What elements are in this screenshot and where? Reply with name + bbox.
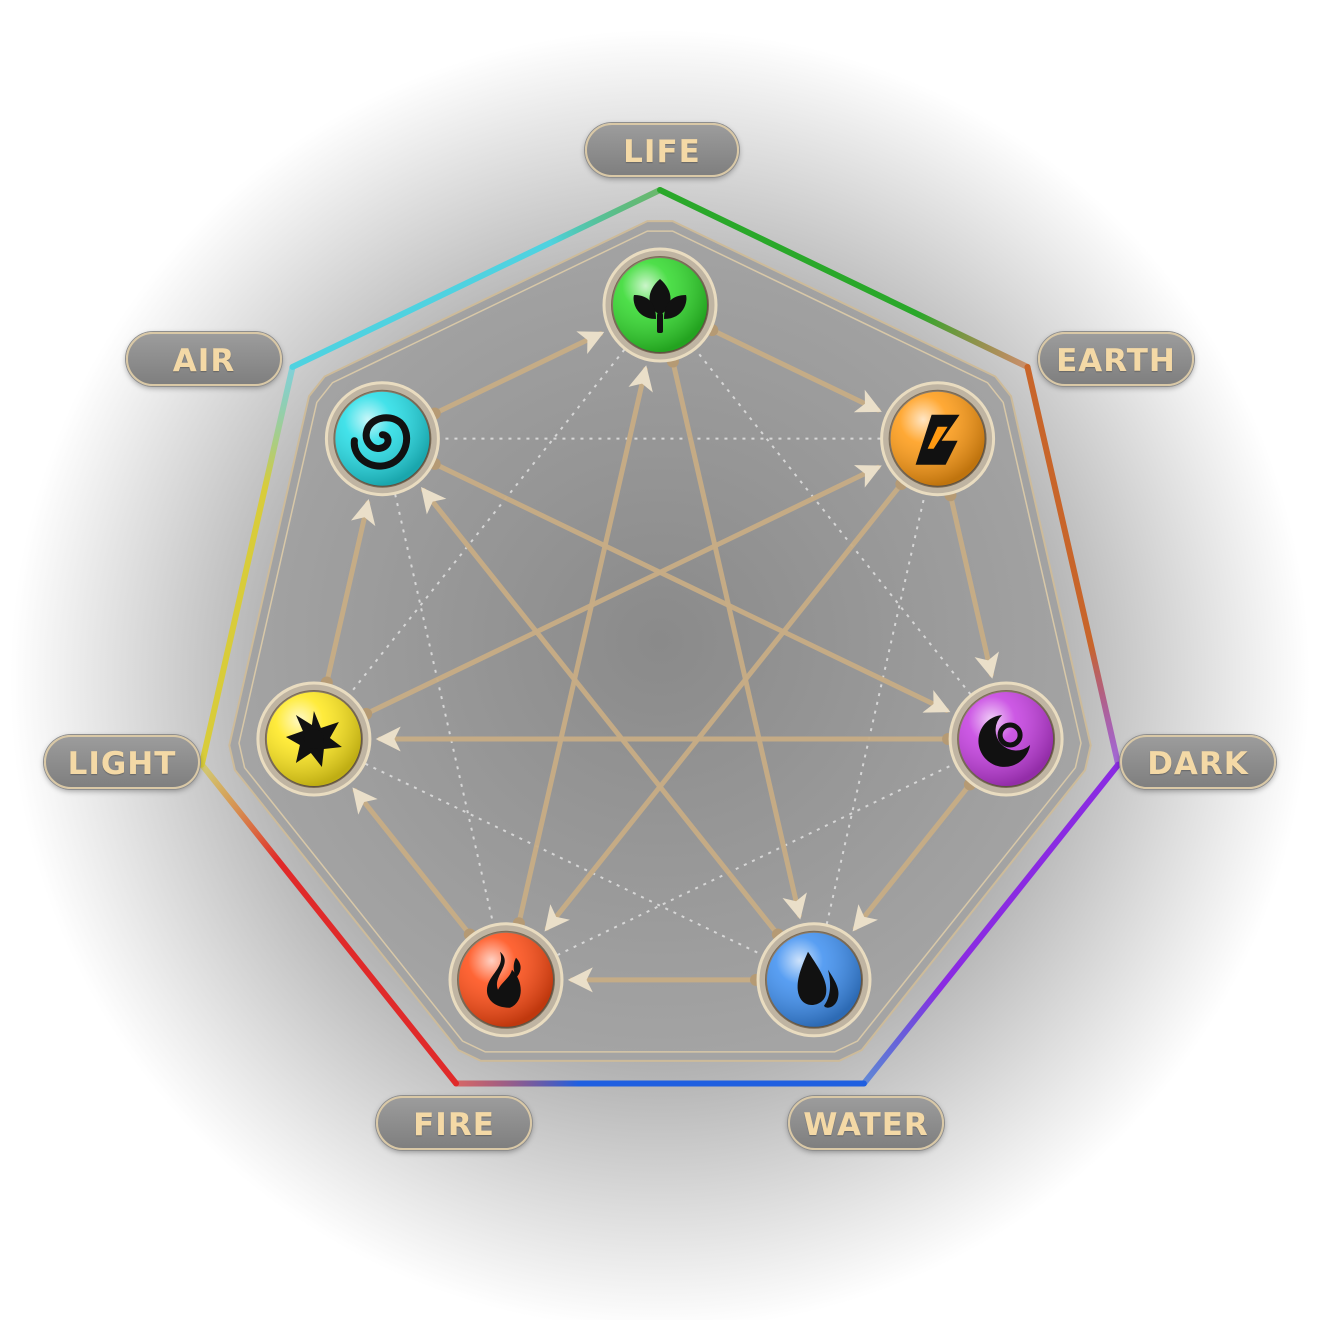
arrow-earth-to-fire — [544, 481, 904, 932]
arrow-fire-to-life — [516, 365, 653, 926]
dotted-guide-lines — [313, 304, 1007, 981]
node-life — [602, 247, 718, 363]
node-dark — [948, 681, 1064, 797]
outer-edge-earth — [1024, 363, 1122, 768]
guide-line — [813, 438, 939, 981]
spiral-wind-icon — [350, 414, 411, 470]
relation-arrows — [320, 324, 999, 993]
outer-edge-fire — [198, 761, 460, 1087]
label-earth: EARTH — [1038, 332, 1194, 386]
leaf-icon — [633, 279, 687, 333]
outer-edge-dark — [860, 761, 1122, 1087]
arrow-air-to-life — [432, 331, 605, 416]
flame-icon — [486, 951, 521, 1008]
inner-heptagon — [228, 220, 1092, 1062]
node-earth — [880, 381, 996, 497]
node-water — [756, 922, 872, 1038]
label-life: LIFE — [585, 123, 739, 177]
outer-heptagon — [198, 187, 1122, 1087]
arrow-life-to-earth — [709, 327, 882, 413]
guide-line — [505, 738, 1007, 981]
arrow-light-to-air — [324, 498, 376, 685]
node-shine — [334, 390, 431, 487]
label-light: LIGHT — [44, 735, 200, 789]
crescent-moon-icon — [978, 715, 1031, 767]
arrow-earth-to-dark — [947, 492, 999, 679]
label-water: WATER — [788, 1096, 944, 1150]
arrow-air-to-dark — [432, 461, 951, 713]
guide-line — [381, 438, 507, 981]
outer-edge-air — [289, 187, 663, 370]
arrow-fire-to-light — [352, 787, 473, 937]
outer-edge-light — [198, 363, 296, 768]
arrow-dark-to-water — [852, 781, 973, 932]
label-air: AIR — [126, 332, 282, 386]
arrow-light-to-earth — [363, 464, 882, 717]
node-shine — [958, 691, 1055, 787]
guide-line — [313, 738, 815, 981]
inner-heptagon-border — [238, 230, 1082, 1053]
node-fire — [448, 922, 564, 1038]
guide-line — [313, 304, 661, 740]
label-dark: DARK — [1120, 735, 1276, 789]
label-fire: FIRE — [376, 1096, 532, 1150]
water-drops-icon — [797, 951, 839, 1008]
element-nodes — [256, 247, 1064, 1038]
outer-edge-life — [657, 187, 1031, 370]
guide-line — [659, 304, 1007, 740]
node-light — [256, 681, 372, 797]
arrow-water-to-air — [421, 487, 781, 937]
sun-burst-icon — [285, 711, 342, 767]
arrow-life-to-water — [670, 359, 807, 920]
mountain-icon — [915, 414, 960, 465]
node-air — [324, 381, 440, 497]
